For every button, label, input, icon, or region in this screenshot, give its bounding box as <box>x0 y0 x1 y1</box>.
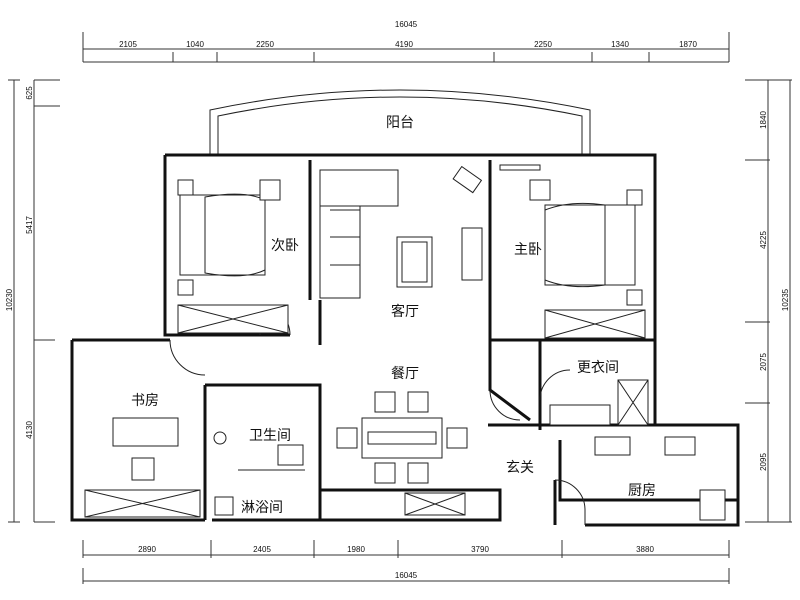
label-dressing-room: 更衣间 <box>577 360 619 376</box>
label-kitchen: 厨房 <box>628 483 656 499</box>
tv-cabinet <box>461 227 483 281</box>
right-dim: 1840 <box>759 111 768 129</box>
left-dim: 5417 <box>25 216 34 234</box>
master-bedroom-bed <box>499 164 643 306</box>
top-dim: 1040 <box>186 40 204 49</box>
label-living-room: 客厅 <box>391 303 419 320</box>
right-dim: 2075 <box>759 353 768 371</box>
label-master-bedroom: 主卧 <box>514 242 542 258</box>
top-dim: 2250 <box>256 40 274 49</box>
label-balcony: 阳台 <box>386 115 414 131</box>
bottom-dim: 1980 <box>347 545 365 554</box>
chair <box>131 457 155 481</box>
top-dimension-lines: 16045 2105 1040 2250 4190 2250 1340 1870 <box>82 20 730 63</box>
bottom-dim: 3880 <box>636 545 654 554</box>
shower-tray <box>214 496 234 516</box>
bottom-dim: 3790 <box>471 545 489 554</box>
right-dim: 2095 <box>759 453 768 471</box>
bottom-dim: 2405 <box>253 545 271 554</box>
top-dim: 1340 <box>611 40 629 49</box>
kitchen-sink <box>664 436 696 456</box>
label-study: 书房 <box>131 393 159 409</box>
dining-table <box>336 391 468 484</box>
left-dimension-lines: 625 5417 4130 10230 <box>5 79 60 523</box>
stove <box>594 436 631 456</box>
bottom-dim: 2890 <box>138 545 156 554</box>
top-dim: 2105 <box>119 40 137 49</box>
label-dining-room: 餐厅 <box>391 366 419 382</box>
toilet <box>277 444 304 466</box>
right-total-dim: 10235 <box>781 288 790 311</box>
top-total-dim: 16045 <box>395 20 418 29</box>
second-bedroom-bed <box>177 179 281 296</box>
desk <box>112 417 179 447</box>
right-dimension-lines: 1840 4225 2075 2095 10235 <box>745 79 792 523</box>
top-dim: 1870 <box>679 40 697 49</box>
walls <box>70 153 740 527</box>
right-dim: 4225 <box>759 231 768 249</box>
left-dim: 625 <box>25 86 34 100</box>
sofa <box>319 169 399 299</box>
bottom-dimension-lines: 2890 2405 1980 3790 3880 16045 <box>82 540 730 584</box>
label-second-bedroom: 次卧 <box>271 238 299 254</box>
left-total-dim: 10230 <box>5 288 14 311</box>
bottom-total-dim: 16045 <box>395 571 418 580</box>
armchair <box>452 165 483 194</box>
balcony <box>209 89 591 155</box>
label-foyer: 玄关 <box>506 459 534 476</box>
left-dim: 4130 <box>25 421 34 439</box>
room-labels: 阳台 次卧 客厅 主卧 餐厅 书房 卫生间 更衣间 玄关 厨房 淋浴间 <box>131 115 656 516</box>
top-dim: 2250 <box>534 40 552 49</box>
sink <box>213 431 227 445</box>
top-dim: 4190 <box>395 40 413 49</box>
label-bathroom: 卫生间 <box>249 428 291 444</box>
label-shower-room: 淋浴间 <box>241 500 283 516</box>
